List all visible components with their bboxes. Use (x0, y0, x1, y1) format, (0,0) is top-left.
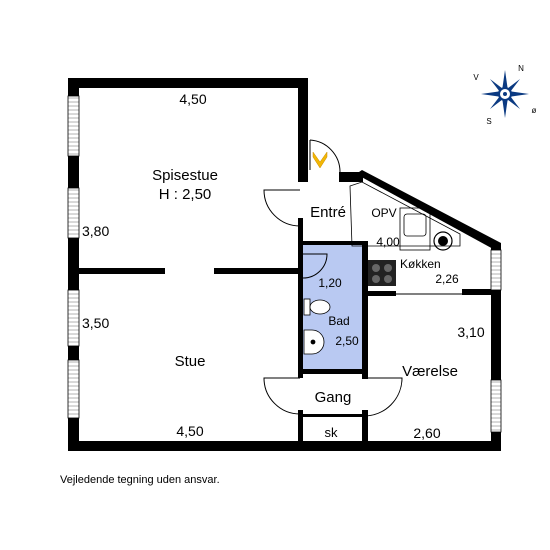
left-windows (67, 95, 80, 419)
spisestue-width: 4,50 (179, 91, 206, 107)
compass-v: V (473, 73, 479, 82)
kokken-name: Køkken (400, 257, 441, 271)
stue-width: 4,50 (176, 423, 203, 439)
spisestue-depth: 3,80 (82, 223, 109, 239)
outer-walls (68, 78, 501, 451)
entre-name: Entré (310, 204, 346, 221)
sk-name: sk (325, 425, 339, 440)
entrance-door (309, 139, 341, 173)
spisestue-name: Spisestue (152, 167, 218, 184)
bathroom-fixtures (303, 298, 331, 355)
compass-icon (481, 70, 529, 118)
vaerelse-name: Værelse (402, 363, 458, 380)
bad-dim-b: 2,50 (335, 334, 359, 348)
kokken-dim-b: 2,26 (435, 272, 459, 286)
interior-walls (79, 218, 491, 451)
gang-name: Gang (315, 389, 352, 406)
spisestue-height: H : 2,50 (159, 186, 212, 203)
bad-name: Bad (328, 314, 349, 328)
vaerelse-dim-a: 3,10 (457, 324, 484, 340)
kitchen-fixtures (349, 181, 461, 286)
kokken-dim-a: 4,00 (376, 235, 400, 249)
compass-n: N (518, 64, 524, 73)
stue-depth: 3,50 (82, 315, 109, 331)
opv-name: OPV (371, 206, 396, 220)
disclaimer-caption: Vejledende tegning uden ansvar. (60, 474, 220, 486)
stue-name: Stue (175, 353, 206, 370)
entrance-arrow-icon (312, 151, 328, 169)
bad-dim-a: 1,20 (318, 276, 342, 290)
right-windows (490, 249, 502, 433)
compass-o: ø (532, 106, 537, 115)
compass-s: S (486, 117, 491, 126)
vaerelse-dim-b: 2,60 (413, 425, 440, 441)
door-swings (263, 189, 403, 417)
